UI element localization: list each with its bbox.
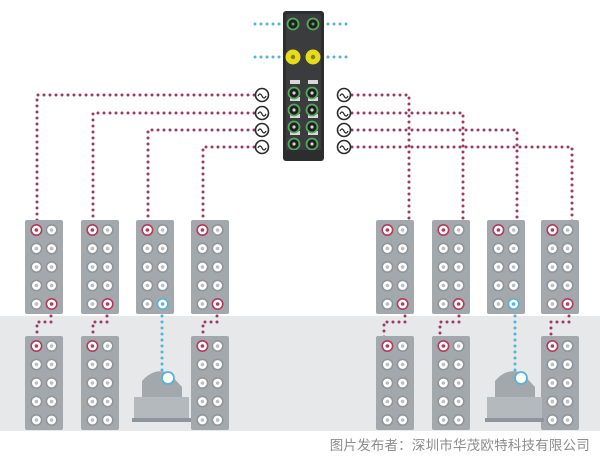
io-module [191, 336, 229, 430]
io-module [81, 336, 119, 430]
ac-coupler-icon [336, 105, 352, 121]
io-module [376, 220, 414, 314]
ac-coupler-icon [254, 122, 270, 138]
io-module [136, 220, 174, 314]
io-module [376, 336, 414, 430]
valve-actuator-icon [132, 371, 191, 422]
io-port-icon [514, 371, 528, 385]
watermark-credit: 图片发布者：深圳市华茂欧特科技有限公司 [329, 438, 590, 454]
fieldbus-link [91, 111, 256, 224]
fieldbus-link [350, 111, 465, 224]
io-port-icon [161, 371, 175, 385]
io-module [81, 220, 119, 314]
ac-coupler-icon [336, 122, 352, 138]
ac-coupler-icon [254, 87, 270, 103]
fieldbus-link [350, 93, 411, 224]
valve-actuator-icon [485, 371, 544, 422]
io-module [191, 220, 229, 314]
ac-coupler-icon [336, 139, 352, 155]
io-module [541, 336, 579, 430]
io-link-master-hub [283, 11, 324, 161]
daisy-chain-link [438, 302, 461, 344]
daisy-chain-link [91, 302, 109, 344]
ac-coupler-icon [254, 105, 270, 121]
daisy-chain-link [35, 302, 53, 344]
fieldbus-link [146, 128, 256, 224]
ac-coupler-icon [254, 139, 270, 155]
ac-coupler-icon [336, 87, 352, 103]
fieldbus-link [350, 128, 519, 224]
io-module [541, 220, 579, 314]
daisy-chain-link [382, 302, 407, 344]
io-module [25, 220, 63, 314]
io-module [25, 336, 63, 430]
daisy-chain-link [201, 302, 219, 344]
io-module [432, 220, 470, 314]
fieldbus-link [201, 145, 256, 224]
io-module [432, 336, 470, 430]
fieldbus-link [350, 145, 574, 224]
io-module [487, 220, 525, 314]
fieldbus-link [35, 93, 256, 224]
